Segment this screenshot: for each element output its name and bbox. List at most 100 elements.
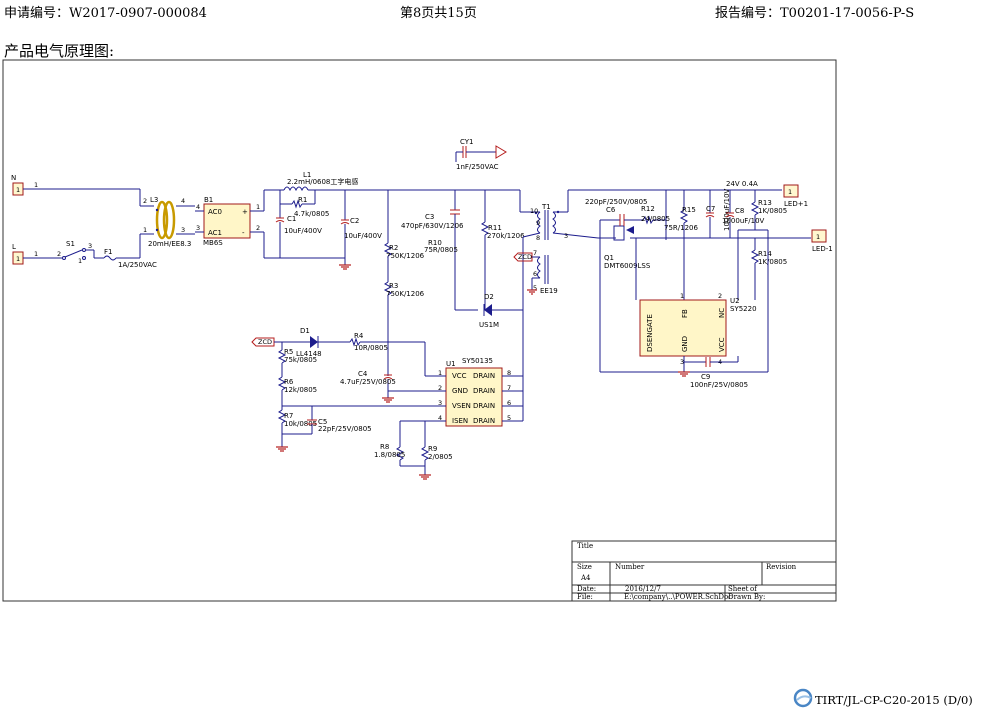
svg-text:R14: R14	[758, 250, 772, 258]
svg-text:T1: T1	[541, 203, 551, 211]
svg-text:SY5220: SY5220	[730, 305, 757, 313]
svg-text:C4: C4	[358, 370, 368, 378]
svg-text:24V 0.4A: 24V 0.4A	[726, 180, 758, 188]
led-terminals: 1 LED+1 1 LED-1	[783, 184, 833, 253]
svg-text:2: 2	[57, 250, 61, 258]
svg-text:10R/0805: 10R/0805	[354, 344, 388, 352]
terminal-l: 1 L 1	[12, 243, 62, 265]
svg-text:1: 1	[78, 257, 82, 265]
svg-text:Q1: Q1	[604, 254, 614, 262]
svg-text:4.7k/0805: 4.7k/0805	[294, 210, 329, 218]
svg-text:DMT6009LSS: DMT6009LSS	[604, 262, 651, 270]
svg-text:C8: C8	[735, 207, 744, 215]
svg-text:-: -	[242, 229, 245, 237]
tb-file-label: File:	[577, 593, 593, 601]
svg-text:20mH/EE8.3: 20mH/EE8.3	[148, 240, 191, 248]
svg-text:LED-1: LED-1	[812, 245, 833, 253]
svg-text:R7: R7	[284, 412, 293, 420]
svg-text:1: 1	[16, 255, 20, 263]
svg-text:DRAIN: DRAIN	[473, 372, 495, 380]
svg-text:US1M: US1M	[479, 321, 499, 329]
svg-text:C6: C6	[606, 206, 616, 214]
svg-text:1: 1	[34, 181, 38, 189]
svg-text:1: 1	[256, 203, 260, 211]
application-number: 申请编号：W2017-0907-000084	[4, 6, 207, 21]
svg-text:1: 1	[16, 186, 20, 194]
company-logo-icon	[793, 688, 813, 708]
svg-text:C9: C9	[701, 373, 710, 381]
snubber: C3 470pF/630V/1206 R11 270k/1206 R10 75R…	[401, 190, 525, 329]
choke-l3: L3 20mH/EE8.3 2 1 4 3	[139, 189, 195, 248]
svg-text:AC0: AC0	[208, 208, 222, 216]
svg-text:4.7uF/25V/0805: 4.7uF/25V/0805	[340, 378, 396, 386]
svg-text:3: 3	[181, 226, 185, 234]
svg-text:220pF/250V/0805: 220pF/250V/0805	[585, 198, 648, 206]
input-filter: L1 2.2mH/0608工字电感 R1 4.7k/0805 C1 10uF/4…	[263, 171, 520, 270]
svg-text:1: 1	[438, 369, 442, 377]
isen-resistors: R8 1.8/0805 R9 2/0805	[374, 420, 453, 480]
svg-text:R6: R6	[284, 378, 294, 386]
tb-of-label: of	[750, 585, 758, 593]
svg-text:DRAIN: DRAIN	[473, 387, 495, 395]
svg-text:1K/0805: 1K/0805	[758, 207, 787, 215]
svg-text:2.2mH/0608工字电感: 2.2mH/0608工字电感	[287, 177, 358, 186]
svg-text:6: 6	[533, 270, 537, 278]
svg-text:GND: GND	[452, 387, 468, 395]
svg-text:750K/1206: 750K/1206	[386, 252, 425, 260]
svg-text:1: 1	[34, 250, 38, 258]
svg-text:N: N	[11, 174, 16, 182]
svg-text:4: 4	[438, 414, 442, 422]
svg-text:U2: U2	[730, 297, 740, 305]
svg-text:R8: R8	[380, 443, 389, 451]
svg-text:LL4148: LL4148	[296, 350, 322, 358]
tb-sheet-label: Sheet	[728, 585, 749, 593]
ic-u2: DSENGATE FB NC GND VCC U2 SY5220 1 2 3 4…	[639, 292, 757, 389]
svg-text:S1: S1	[66, 240, 75, 248]
svg-text:2: 2	[143, 197, 147, 205]
startup-resistors: R2 750K/1206 R3 750K/1206	[383, 190, 425, 375]
svg-text:C1: C1	[287, 215, 296, 223]
svg-text:LED+1: LED+1	[784, 200, 808, 208]
tb-date-value: 2016/12/7	[625, 585, 661, 593]
svg-text:1000uF/10V: 1000uF/10V	[723, 188, 731, 231]
svg-text:C2: C2	[350, 217, 359, 225]
svg-text:1: 1	[143, 226, 147, 234]
svg-text:L3: L3	[150, 196, 158, 204]
svg-text:2: 2	[256, 224, 260, 232]
svg-text:AC1: AC1	[208, 229, 222, 237]
svg-text:1.8/0805: 1.8/0805	[374, 451, 405, 459]
svg-text:+: +	[242, 208, 248, 216]
svg-text:3: 3	[680, 358, 684, 366]
tb-date-label: Date:	[577, 585, 596, 593]
svg-text:R3: R3	[389, 282, 398, 290]
svg-text:R10: R10	[428, 239, 442, 247]
svg-text:8: 8	[536, 234, 540, 242]
svg-text:100nF/25V/0805: 100nF/25V/0805	[690, 381, 748, 389]
svg-text:3: 3	[196, 224, 200, 232]
svg-text:5: 5	[507, 414, 511, 422]
svg-text:4: 4	[196, 203, 200, 211]
fuse-f1: F1 1A/250VAC	[103, 234, 157, 269]
document-code: TIRT/JL-CP-C20-2015 (D/0)	[815, 693, 973, 707]
svg-text:R13: R13	[758, 199, 772, 207]
svg-text:750K/1206: 750K/1206	[386, 290, 425, 298]
svg-text:FB: FB	[681, 309, 689, 318]
svg-text:GND: GND	[681, 336, 689, 352]
svg-text:F1: F1	[104, 248, 112, 256]
tb-title-label: Title	[577, 542, 593, 550]
svg-text:10uF/400V: 10uF/400V	[344, 232, 382, 240]
svg-text:470pF/630V/1206: 470pF/630V/1206	[401, 222, 464, 230]
svg-text:8: 8	[507, 369, 511, 377]
svg-text:2/0805: 2/0805	[428, 453, 453, 461]
section-title: 产品电气原理图:	[4, 42, 115, 60]
svg-text:2: 2	[718, 292, 722, 300]
switch-s1: S1 2 1 3	[57, 240, 104, 265]
title-block: Title Size A4 Number Revision Date: 2016…	[571, 540, 837, 602]
svg-text:22pF/25V/0805: 22pF/25V/0805	[318, 425, 372, 433]
bridge-b1: AC0 AC1 + - B1 MB6S 4 3 1 2	[195, 196, 264, 247]
svg-text:1: 1	[788, 188, 792, 196]
svg-text:3: 3	[438, 399, 442, 407]
svg-text:D2: D2	[484, 293, 494, 301]
svg-text:1: 1	[816, 233, 820, 241]
